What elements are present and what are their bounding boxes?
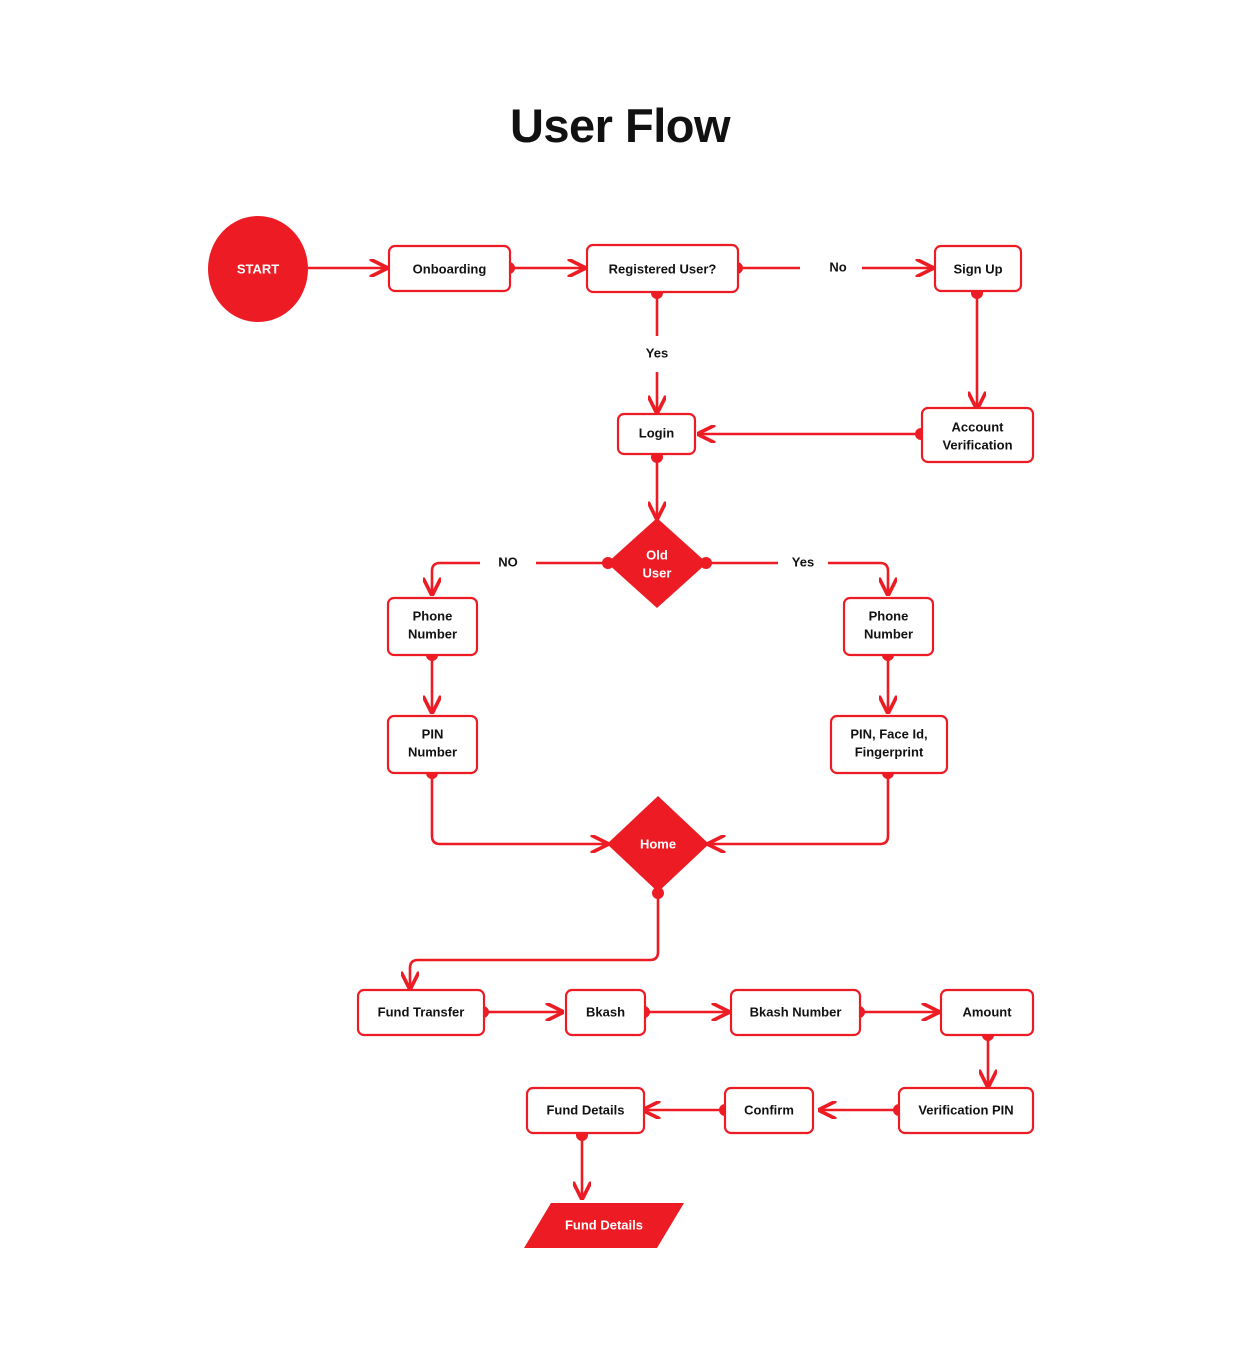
phone-number-left-label-line2: Number — [408, 626, 457, 641]
phone-number-right-label-line2: Number — [864, 626, 913, 641]
page-title: User Flow — [509, 99, 731, 152]
node-amount[interactable]: Amount — [939, 988, 1035, 1037]
home-diamond — [607, 796, 709, 892]
account-verification-label-line2: Verification — [942, 437, 1012, 452]
sign-up-box — [933, 244, 1023, 293]
connector-dot — [652, 887, 664, 899]
bkash-label: Bkash — [586, 1004, 625, 1019]
amount-label: Amount — [962, 1004, 1012, 1019]
node-registered-user[interactable]: Registered User? — [585, 243, 740, 294]
verification-pin-box — [897, 1086, 1035, 1135]
edge-pinnumber-home — [430, 774, 607, 844]
node-old-user[interactable]: Old User — [607, 518, 707, 608]
bkash-number-label: Bkash Number — [750, 1004, 842, 1019]
edge-olduser-phoneright — [707, 561, 888, 594]
node-phone-number-right[interactable]: Phone Number — [842, 596, 935, 657]
confirm-label: Confirm — [744, 1102, 794, 1117]
old-user-label-line2: User — [643, 565, 672, 580]
pin-face-fingerprint-label-line2: Fingerprint — [855, 744, 924, 759]
pin-face-fingerprint-box — [829, 714, 949, 775]
start-circle — [208, 216, 308, 322]
fund-details-output-label: Fund Details — [565, 1217, 643, 1232]
node-sign-up[interactable]: Sign Up — [933, 244, 1023, 293]
node-onboarding[interactable]: Onboarding — [387, 244, 512, 293]
node-fund-transfer[interactable]: Fund Transfer — [356, 988, 486, 1037]
registered-user-box — [585, 243, 740, 294]
login-box — [616, 412, 697, 456]
edge-pinface-home — [709, 774, 890, 844]
node-account-verification[interactable]: Account Verification — [920, 406, 1035, 464]
fund-details-box — [525, 1086, 646, 1135]
node-pin-face-fingerprint[interactable]: PIN, Face Id, Fingerprint — [829, 714, 949, 775]
node-bkash[interactable]: Bkash — [564, 988, 647, 1037]
pin-number-label-line1: PIN — [422, 726, 444, 741]
pin-face-fingerprint-label-line1: PIN, Face Id, — [850, 726, 927, 741]
onboarding-label: Onboarding — [413, 261, 487, 276]
phone-number-left-box — [386, 596, 479, 657]
phone-number-right-label-line1: Phone — [869, 608, 909, 623]
node-pin-number[interactable]: PIN Number — [386, 714, 479, 775]
account-verification-label-line1: Account — [952, 419, 1005, 434]
node-login[interactable]: Login — [616, 412, 697, 456]
edge-label-yes-registered: Yes — [646, 345, 668, 360]
fund-details-parallelogram — [524, 1203, 684, 1248]
bkash-number-box — [729, 988, 862, 1037]
phone-number-right-box — [842, 596, 935, 657]
pin-number-box — [386, 714, 479, 775]
fund-transfer-box — [356, 988, 486, 1037]
node-bkash-number[interactable]: Bkash Number — [729, 988, 862, 1037]
edge-home-fundtransfer — [410, 892, 660, 988]
start-label: START — [237, 261, 279, 276]
edge-layer — [308, 268, 988, 1198]
account-verification-box — [920, 406, 1035, 464]
node-verification-pin[interactable]: Verification PIN — [897, 1086, 1035, 1135]
amount-box — [939, 988, 1035, 1037]
sign-up-label: Sign Up — [953, 261, 1002, 276]
confirm-box — [723, 1086, 815, 1135]
edge-label-no-registered: No — [829, 259, 846, 274]
pin-number-label-line2: Number — [408, 744, 457, 759]
edge-olduser-phoneleft — [432, 561, 607, 594]
phone-number-left-label-line1: Phone — [413, 608, 453, 623]
fund-details-label: Fund Details — [546, 1102, 624, 1117]
old-user-diamond — [607, 518, 707, 608]
node-home[interactable]: Home — [607, 796, 709, 892]
edge-label-no-olduser: NO — [498, 554, 518, 569]
connector-dot-layer — [426, 262, 994, 1141]
node-fund-details[interactable]: Fund Details — [525, 1086, 646, 1135]
verification-pin-label: Verification PIN — [918, 1102, 1013, 1117]
fund-transfer-label: Fund Transfer — [378, 1004, 465, 1019]
node-start[interactable]: START — [208, 216, 308, 322]
edge-label-yes-olduser: Yes — [792, 554, 814, 569]
bkash-box — [564, 988, 647, 1037]
node-confirm[interactable]: Confirm — [723, 1086, 815, 1135]
home-label: Home — [640, 836, 676, 851]
login-label: Login — [639, 425, 674, 440]
node-fund-details-output[interactable]: Fund Details — [524, 1203, 684, 1248]
onboarding-box — [387, 244, 512, 293]
node-phone-number-left[interactable]: Phone Number — [386, 596, 479, 657]
edge-label-layer: No Yes NO Yes — [498, 259, 846, 569]
old-user-label-line1: Old — [646, 547, 668, 562]
registered-user-label: Registered User? — [609, 261, 717, 276]
